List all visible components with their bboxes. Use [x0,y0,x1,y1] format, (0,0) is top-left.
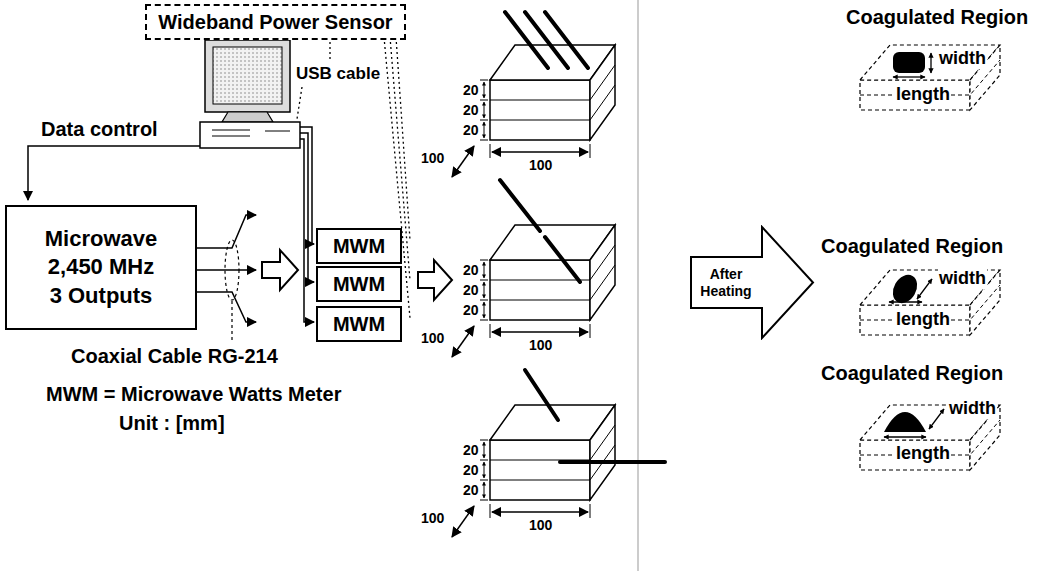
box-text: Microwave 2,450 MHz 3 Outputs [45,225,158,311]
dimension-label: 100 [420,330,445,346]
antenna-needle [500,180,580,282]
size-arrows [917,279,932,299]
control-lines [28,146,200,200]
control-lines [300,127,314,244]
size-label: width [938,48,987,69]
size-arrows [893,76,925,77]
computer-icon [205,40,290,112]
microwave-generator-box: Microwave 2,450 MHz 3 Outputs [5,205,197,330]
dimension-label: 100 [528,517,553,533]
dimension-label: 20 [462,462,480,478]
after-heating-arrow: After Heating [690,225,815,340]
control-lines [300,133,314,282]
coaxial-outputs [197,215,256,248]
antenna-needle [560,460,665,464]
computer-icon [200,40,300,148]
dimension-label: 100 [528,157,553,173]
size-label: width [938,268,987,289]
divider-line [638,0,639,571]
region-label: Coagulated Region [820,235,1004,258]
coagulated-shape [888,271,922,308]
size-arrows [889,301,922,302]
size-arrows [930,53,931,73]
computer-icon [213,47,282,104]
tissue-block [452,45,615,177]
coaxial-outputs [225,240,239,300]
unit-note: Unit : [mm] [118,412,226,435]
size-label: length [895,443,951,464]
watts-meter-box: MWM [316,266,402,302]
size-label: width [948,398,997,419]
dimension-label: 100 [528,337,553,353]
dimension-label: 20 [462,262,480,278]
dimension-label: 100 [420,150,445,166]
coaxial-outputs [197,215,256,341]
dimension-label: 20 [462,442,480,458]
coaxial-outputs [231,301,232,341]
cable-label: Coaxial Cable RG-214 [70,345,279,368]
watts-meter-box: MWM [316,228,402,264]
signal-label: Data control [40,118,159,141]
box-text: MWM [333,311,385,337]
heated-block [860,45,1000,110]
box-text: MWM [333,233,385,259]
dimension-label: 20 [462,302,480,318]
size-arrows [884,436,926,437]
antenna-needle [500,12,665,462]
dimension-label: 20 [462,282,480,298]
region-label: Coagulated Region [845,6,1029,29]
hollow-arrow [418,260,452,300]
computer-icon [222,112,273,122]
region-label: Coagulated Region [820,362,1004,385]
dimension-label: 20 [462,82,480,98]
sensor-leader-lines [329,37,330,61]
antenna-needle [525,370,558,420]
coagulated-shape [893,52,925,73]
sensor-label-box: Wideband Power Sensor [145,4,406,40]
computer-icon [212,130,290,136]
tissue-block [452,225,615,357]
size-label: length [895,309,951,330]
arrow-outline [691,227,813,338]
dimension-label: 20 [462,482,480,498]
antenna-needle [505,12,588,68]
box-text: MWM [333,271,385,297]
tissue-block [452,405,615,537]
cable-label: USB cable [295,64,381,84]
control-lines [300,139,314,322]
sensor-leader-lines [297,87,302,119]
box-text: After Heating [693,258,759,307]
coaxial-outputs [197,269,256,271]
dimension-label: 100 [420,510,445,526]
note-text: MWM = Microwave Watts Meter [45,383,342,406]
box-text: Wideband Power Sensor [158,9,392,35]
dimension-label: 20 [462,122,480,138]
size-arrows [929,409,944,429]
computer-icon [200,122,300,148]
dimension-label: 20 [462,102,480,118]
coaxial-outputs [197,292,256,322]
watts-meter-box: MWM [316,306,402,342]
hollow-arrow [262,250,298,290]
size-label: length [895,84,951,105]
coagulated-shape [884,412,926,432]
